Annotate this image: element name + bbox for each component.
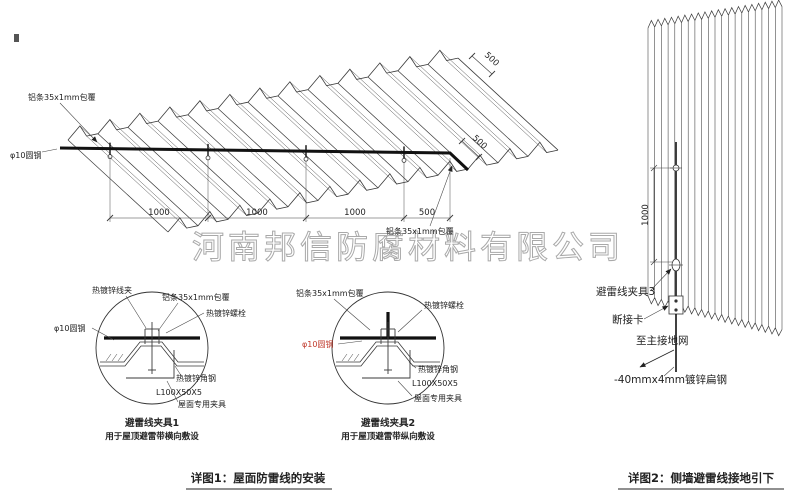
leader-d2-angle bbox=[408, 361, 417, 369]
caption-detail1: 详图1：屋面防雷线的安装 bbox=[191, 471, 326, 485]
leader-flat-steel bbox=[663, 366, 675, 377]
wall-label-flat-steel: -40mmx4mm镀锌扁钢 bbox=[614, 373, 727, 386]
d2-title: 避雷线夹具2 bbox=[361, 417, 415, 429]
leader-d1-strip bbox=[157, 302, 179, 332]
leader-d2-bolt bbox=[397, 309, 423, 333]
d2-subtitle: 用于屋顶避雷带纵向敷设 bbox=[340, 431, 435, 442]
leader-rod bbox=[41, 148, 58, 153]
d1-label-wire-clamp: 热镀锌线夹 bbox=[92, 285, 132, 295]
wall-dim-tick-top bbox=[650, 164, 658, 172]
label-strip-left: 铝条35x1mm包覆 bbox=[28, 92, 96, 102]
d2-label-bolt: 热镀锌螺栓 bbox=[424, 300, 464, 310]
d2-label-rod: φ10圆钢 bbox=[302, 339, 333, 349]
d1-label-angle-size: L100X50X5 bbox=[156, 388, 202, 397]
d1-label-angle: 热镀锌角钢 bbox=[176, 373, 216, 383]
leader-d1-rod bbox=[91, 327, 115, 341]
detail1-clamp-drawing bbox=[95, 291, 209, 405]
detail2-clamp-drawing bbox=[331, 291, 445, 405]
leader-strip-right bbox=[429, 165, 453, 227]
wall-label-clamp3: 避雷线夹具3 bbox=[596, 285, 655, 298]
wall-dim-tick-bottom bbox=[650, 258, 658, 266]
label-strip-right: 铝条35x1mm包覆 bbox=[386, 226, 454, 236]
watermark-text: 河南邦信防腐材料有限公司 bbox=[192, 228, 624, 266]
leader-d2-roof-clamp bbox=[397, 380, 413, 397]
leader-disconnect bbox=[643, 305, 669, 320]
to-ground-arrow bbox=[639, 349, 675, 368]
leader-d2-strip bbox=[333, 298, 371, 331]
wire-clamps-and-extensions bbox=[106, 52, 496, 222]
label-rod: φ10圆钢 bbox=[10, 150, 41, 160]
d2-label-angle: 热镀锌角钢 bbox=[418, 364, 458, 374]
leader-d1-bolt bbox=[165, 312, 205, 334]
d2-label-roof-clamp: 屋面专用夹具 bbox=[414, 393, 462, 403]
dimension-line-slope bbox=[461, 140, 480, 158]
leader-d2-rod bbox=[337, 340, 363, 345]
wall-dim-1000: 1000 bbox=[641, 204, 651, 226]
leader-d1-angle bbox=[174, 365, 183, 378]
leader-d1-wire-clamp bbox=[125, 295, 147, 329]
lightning-wire bbox=[59, 146, 470, 172]
wall-label-disconnect: 断接卡 bbox=[612, 313, 644, 326]
d1-label-rod: φ10圆钢 bbox=[54, 323, 85, 333]
dimension-line-top-right bbox=[471, 55, 493, 75]
leader-clamp3 bbox=[649, 268, 672, 292]
caption-detail2: 详图2：侧墙避雷线接地引下 bbox=[628, 471, 775, 485]
dim-1000-2: 1000 bbox=[246, 208, 268, 218]
d2-label-strip: 铝条35x1mm包覆 bbox=[296, 288, 364, 298]
d1-label-bolt: 热镀锌螺栓 bbox=[206, 308, 246, 318]
wall-corrugated-sheet bbox=[647, 0, 783, 337]
d1-title: 避雷线夹具1 bbox=[125, 417, 179, 429]
wall-label-to-ground: 至主接地网 bbox=[636, 334, 689, 347]
corner-mark bbox=[14, 34, 19, 42]
d2-label-angle-size: L100X50X5 bbox=[412, 379, 458, 388]
dim-500-bottom: 500 bbox=[419, 208, 435, 218]
disconnect-bolt-1 bbox=[674, 299, 678, 303]
dim-1000-1: 1000 bbox=[148, 208, 170, 218]
d1-label-roof-clamp: 屋面专用夹具 bbox=[178, 399, 226, 409]
d1-label-strip: 铝条35x1mm包覆 bbox=[162, 292, 230, 302]
disconnect-bolt-2 bbox=[674, 308, 678, 312]
leader-strip-left bbox=[59, 102, 98, 143]
dim-1000-3: 1000 bbox=[344, 208, 366, 218]
leader-d1-roof-clamp bbox=[166, 380, 179, 403]
d1-subtitle: 用于屋顶避雷带横向敷设 bbox=[104, 431, 199, 442]
